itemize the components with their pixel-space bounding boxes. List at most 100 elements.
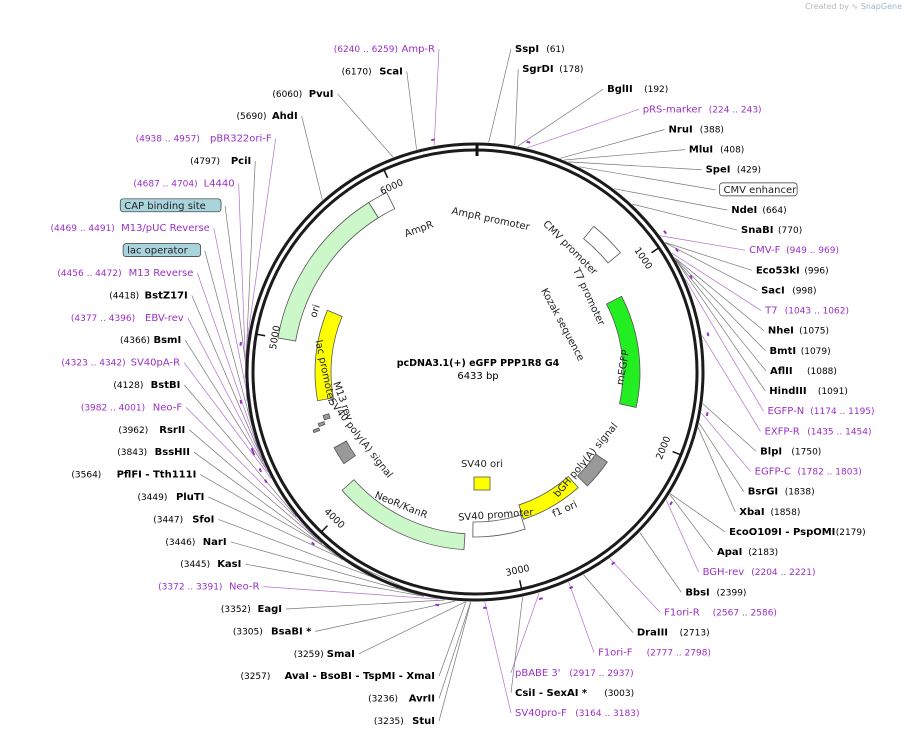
- feature-bgh-poly-a-signal[interactable]: [576, 453, 608, 487]
- primer-neo-r[interactable]: (3372 .. 3391)Neo-R: [158, 582, 259, 593]
- primer-amp-r[interactable]: (6240 .. 6259)Amp-R: [334, 44, 435, 55]
- feature-box-cap-binding-site[interactable]: CAP binding site: [119, 198, 222, 213]
- enzyme-sgrdi[interactable]: SgrDI(178): [522, 64, 583, 75]
- feature-cmv-promoter[interactable]: [583, 225, 621, 264]
- primer-egfp-c[interactable]: EGFP-C(1782 .. 1803): [755, 467, 862, 478]
- feature-ampr-promoter[interactable]: [368, 191, 396, 219]
- site-position: (3445): [180, 560, 210, 570]
- enzyme-blpi[interactable]: BlpI(1750): [760, 446, 821, 457]
- primer-f1ori-f[interactable]: F1ori-F(2777 .. 2798): [598, 648, 711, 659]
- enzyme-sspi[interactable]: SspI(61): [515, 44, 565, 55]
- enzyme-apai[interactable]: ApaI(2183): [717, 547, 778, 558]
- enzyme-draiii[interactable]: DraIII(2713): [637, 628, 710, 639]
- site-name: EGFP-C: [755, 467, 791, 478]
- site-name: BssHII: [155, 447, 190, 458]
- enzyme-aflii[interactable]: AflII(1088): [770, 366, 837, 377]
- enzyme-stui[interactable]: (3235)StuI: [374, 716, 435, 727]
- primer-neo-f[interactable]: (3982 .. 4001)Neo-F: [81, 402, 183, 413]
- leader-bsrgi: [698, 422, 745, 492]
- enzyme-csii-sexai[interactable]: CsiI - SexAI *(3003): [515, 688, 634, 699]
- enzyme-bstbi[interactable]: (4128)BstBI: [113, 380, 180, 391]
- tick-label-1000: 1000: [631, 246, 654, 272]
- primer-pbabe-3[interactable]: pBABE 3'(2917 .. 2937): [515, 668, 634, 679]
- feature-ori[interactable]: [314, 309, 343, 402]
- enzyme-pcii[interactable]: (4797)PciI: [190, 156, 251, 167]
- site-position: (1043 .. 1062): [785, 307, 849, 317]
- leader-amp-r: [433, 48, 440, 146]
- site-name: NarI: [203, 537, 227, 548]
- enzyme-mlui[interactable]: MluI(408): [689, 145, 744, 156]
- enzyme-scai[interactable]: (6170)ScaI: [342, 66, 403, 77]
- enzyme-kasi[interactable]: (3445)KasI: [180, 559, 241, 570]
- leader-pbr322ori-f: [246, 138, 277, 345]
- feature-f1-ori[interactable]: [518, 475, 579, 520]
- enzyme-pflfi-tth111i[interactable]: (3564)PflFI - Tth111I: [71, 470, 196, 481]
- enzyme-bsshii[interactable]: (3843)BssHII: [117, 447, 190, 458]
- leader-t7: [671, 252, 762, 311]
- enzyme-avrii[interactable]: (3236)AvrII: [368, 694, 435, 705]
- primer-bgh-rev[interactable]: BGH-rev(2204 .. 2221): [703, 567, 816, 578]
- enzyme-ecoo109i-pspomi[interactable]: EcoO109I - PspOMI(2179): [729, 527, 866, 538]
- feature-neor-kanr[interactable]: [341, 479, 466, 551]
- primer-exfp-r[interactable]: EXFP-R(1435 .. 1454): [764, 426, 871, 437]
- enzyme-pluti[interactable]: (3449)PluTI: [137, 492, 204, 503]
- feature-box-lac-operator[interactable]: lac operator: [122, 243, 202, 257]
- enzyme-bsabi[interactable]: (3305)BsaBI *: [233, 626, 312, 637]
- feature-box-cmv-enhancer[interactable]: CMV enhancer: [719, 182, 798, 197]
- enzyme-bsrgi[interactable]: BsrGI(1838): [748, 487, 815, 498]
- primer-sv40pa-r[interactable]: (4323 .. 4342)SV40pA-R: [61, 358, 180, 369]
- primer-pbr322ori-f[interactable]: (4938 .. 4957)pBR322ori-F: [136, 134, 272, 145]
- enzyme-bglii[interactable]: BglII(192): [607, 84, 668, 95]
- primer-sv40pro-f[interactable]: SV40pro-F(3164 .. 3183): [515, 708, 639, 719]
- enzyme-hindiii[interactable]: HindIII(1091): [769, 386, 848, 397]
- enzyme-nrui[interactable]: NruI(388): [669, 124, 724, 135]
- enzyme-nari[interactable]: (3446)NarI: [165, 537, 226, 548]
- leader-avrii: [438, 601, 471, 699]
- enzyme-snabi[interactable]: SnaBI(770): [741, 225, 802, 236]
- feature-lac-promoter[interactable]: [322, 413, 331, 421]
- enzyme-saci[interactable]: SacI(998): [761, 285, 816, 296]
- enzyme-rsrii[interactable]: (3962)RsrII: [118, 425, 185, 436]
- enzyme-nhei[interactable]: NheI(1075): [768, 326, 829, 337]
- enzyme-eco53ki[interactable]: Eco53kI(996): [756, 265, 829, 276]
- feature-megfp[interactable]: [605, 295, 641, 408]
- enzyme-bbsi[interactable]: BbsI(2399): [685, 587, 746, 598]
- enzyme-eagi[interactable]: (3352)EagI: [221, 604, 282, 615]
- feature-sv40-promoter[interactable]: [472, 514, 526, 538]
- enzyme-pvui[interactable]: (6060)PvuI: [272, 89, 333, 100]
- leader-lac-operator: [204, 250, 259, 449]
- site-position: (2399): [717, 588, 747, 598]
- leader-ecoo109i-pspomi: [669, 493, 726, 533]
- primer-f1ori-r[interactable]: F1ori-R(2567 .. 2586): [664, 607, 777, 618]
- enzyme-bstz17i[interactable]: (4418)BstZ17I: [109, 290, 188, 301]
- site-name: ScaI: [379, 66, 403, 77]
- enzyme-ndei[interactable]: NdeI(664): [731, 205, 786, 216]
- enzyme-sfoi[interactable]: (3447)SfoI: [153, 514, 214, 525]
- primer-m13-puc-reverse[interactable]: (4469 .. 4491)M13/pUC Reverse: [51, 223, 210, 234]
- primer-egfp-n[interactable]: EGFP-N(1174 .. 1195): [767, 406, 874, 417]
- enzyme-spei[interactable]: SpeI(429): [706, 165, 761, 176]
- site-name: PvuI: [309, 89, 334, 100]
- primer-prs-marker[interactable]: pRS-marker(224 .. 243): [643, 104, 762, 115]
- primer-l4440[interactable]: (4687 .. 4704)L4440: [133, 178, 234, 189]
- enzyme-smai[interactable]: (3259)SmaI: [294, 649, 355, 660]
- enzyme-bmti[interactable]: BmtI(1079): [770, 346, 831, 357]
- primer-cmv-f[interactable]: CMV-F(949 .. 969): [749, 245, 839, 256]
- primer-t7[interactable]: T7(1043 .. 1062): [764, 306, 849, 317]
- primer-m13-reverse[interactable]: (4456 .. 4472)M13 Reverse: [57, 268, 193, 279]
- feature-m13-rev[interactable]: [312, 427, 321, 434]
- tick-mark-5000: [256, 333, 266, 337]
- feature-lac-operator[interactable]: [317, 421, 326, 428]
- feature-sv40-ori[interactable]: [473, 476, 491, 491]
- leader-bsabi: [315, 600, 456, 632]
- feature-sv40-poly-a-signal[interactable]: [333, 440, 356, 465]
- enzyme-ahdi[interactable]: (5690)AhdI: [237, 111, 298, 122]
- enzyme-bsmi[interactable]: (4366)BsmI: [120, 335, 181, 346]
- enzyme-avai-bsobi-tspmi-xmai[interactable]: (3257)AvaI - BsoBI - TspMI - XmaI: [240, 671, 435, 682]
- primer-mark-egfp-c: [705, 412, 709, 417]
- site-position: (192): [644, 85, 668, 95]
- site-position: (3449): [137, 493, 167, 503]
- enzyme-xbai[interactable]: XbaI(1858): [739, 507, 800, 518]
- leader-nari: [230, 541, 424, 597]
- primer-ebv-rev[interactable]: (4377 .. 4396)EBV-rev: [71, 313, 184, 324]
